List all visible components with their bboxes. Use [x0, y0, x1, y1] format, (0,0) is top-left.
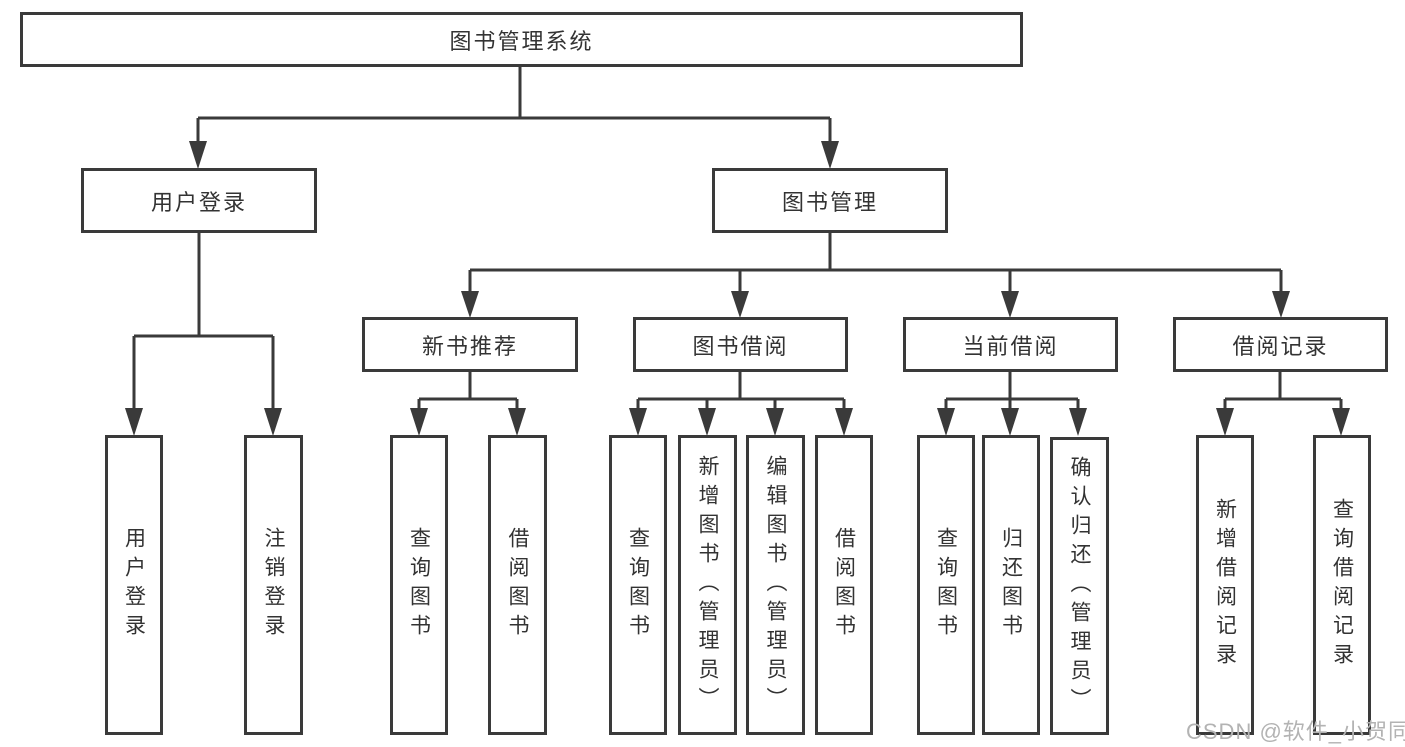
- leaf-query-borrow-record: 查询借阅记录: [1313, 435, 1371, 735]
- leaf-add-book-admin: 新增图书（管理员）: [678, 435, 737, 735]
- leaf-query-books-borrow: 查询图书: [609, 435, 667, 735]
- node-book-management: 图书管理: [712, 168, 948, 233]
- node-borrow-records: 借阅记录: [1173, 317, 1388, 372]
- csdn-watermark: CSDN @软件_小贺同学: [1186, 719, 1405, 744]
- leaf-query-books-current: 查询图书: [917, 435, 975, 735]
- node-user-login: 用户登录: [81, 168, 317, 233]
- leaf-edit-book-admin: 编辑图书（管理员）: [746, 435, 805, 735]
- leaf-return-books: 归还图书: [982, 435, 1040, 735]
- leaf-user-login: 用户登录: [105, 435, 163, 735]
- node-new-book-recommend: 新书推荐: [362, 317, 578, 372]
- node-book-borrow: 图书借阅: [633, 317, 848, 372]
- node-current-borrow: 当前借阅: [903, 317, 1118, 372]
- leaf-query-books-recommend: 查询图书: [390, 435, 448, 735]
- leaf-confirm-return-admin: 确认归还（管理员）: [1050, 437, 1109, 735]
- node-root-library-system: 图书管理系统: [20, 12, 1023, 67]
- leaf-logout: 注销登录: [244, 435, 303, 735]
- leaf-add-borrow-record: 新增借阅记录: [1196, 435, 1254, 735]
- leaf-borrow-books-recommend: 借阅图书: [488, 435, 547, 735]
- leaf-borrow-books: 借阅图书: [815, 435, 873, 735]
